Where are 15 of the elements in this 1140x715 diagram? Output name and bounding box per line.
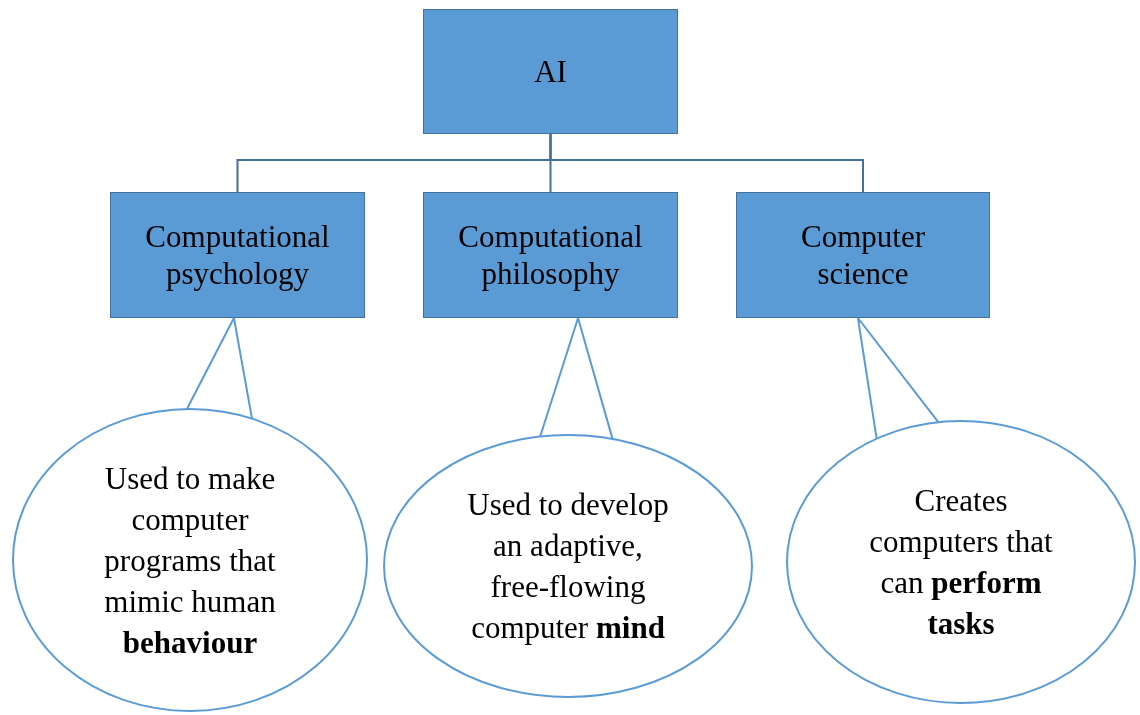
box-label: Computational psychology — [144, 218, 331, 292]
category-box — [423, 9, 678, 134]
box-label: Computational philosophy — [457, 218, 644, 292]
bubble-text: Creates computers that can perform tasks — [868, 482, 1054, 643]
bubble-text: Used to make computer programs that mimic human behaviour — [103, 459, 277, 662]
box-label: AI — [534, 53, 567, 90]
box-label: Computer science — [800, 218, 926, 292]
category-box — [110, 192, 365, 318]
category-box — [423, 192, 678, 318]
callout-pointer — [856, 317, 940, 440]
callout-pointer — [539, 317, 614, 440]
bubble-text: Used to develop an adaptive, free-flowing computer mind — [466, 486, 670, 647]
category-box — [736, 192, 990, 318]
tree-connector — [549, 133, 864, 193]
callout-pointer — [185, 317, 253, 420]
